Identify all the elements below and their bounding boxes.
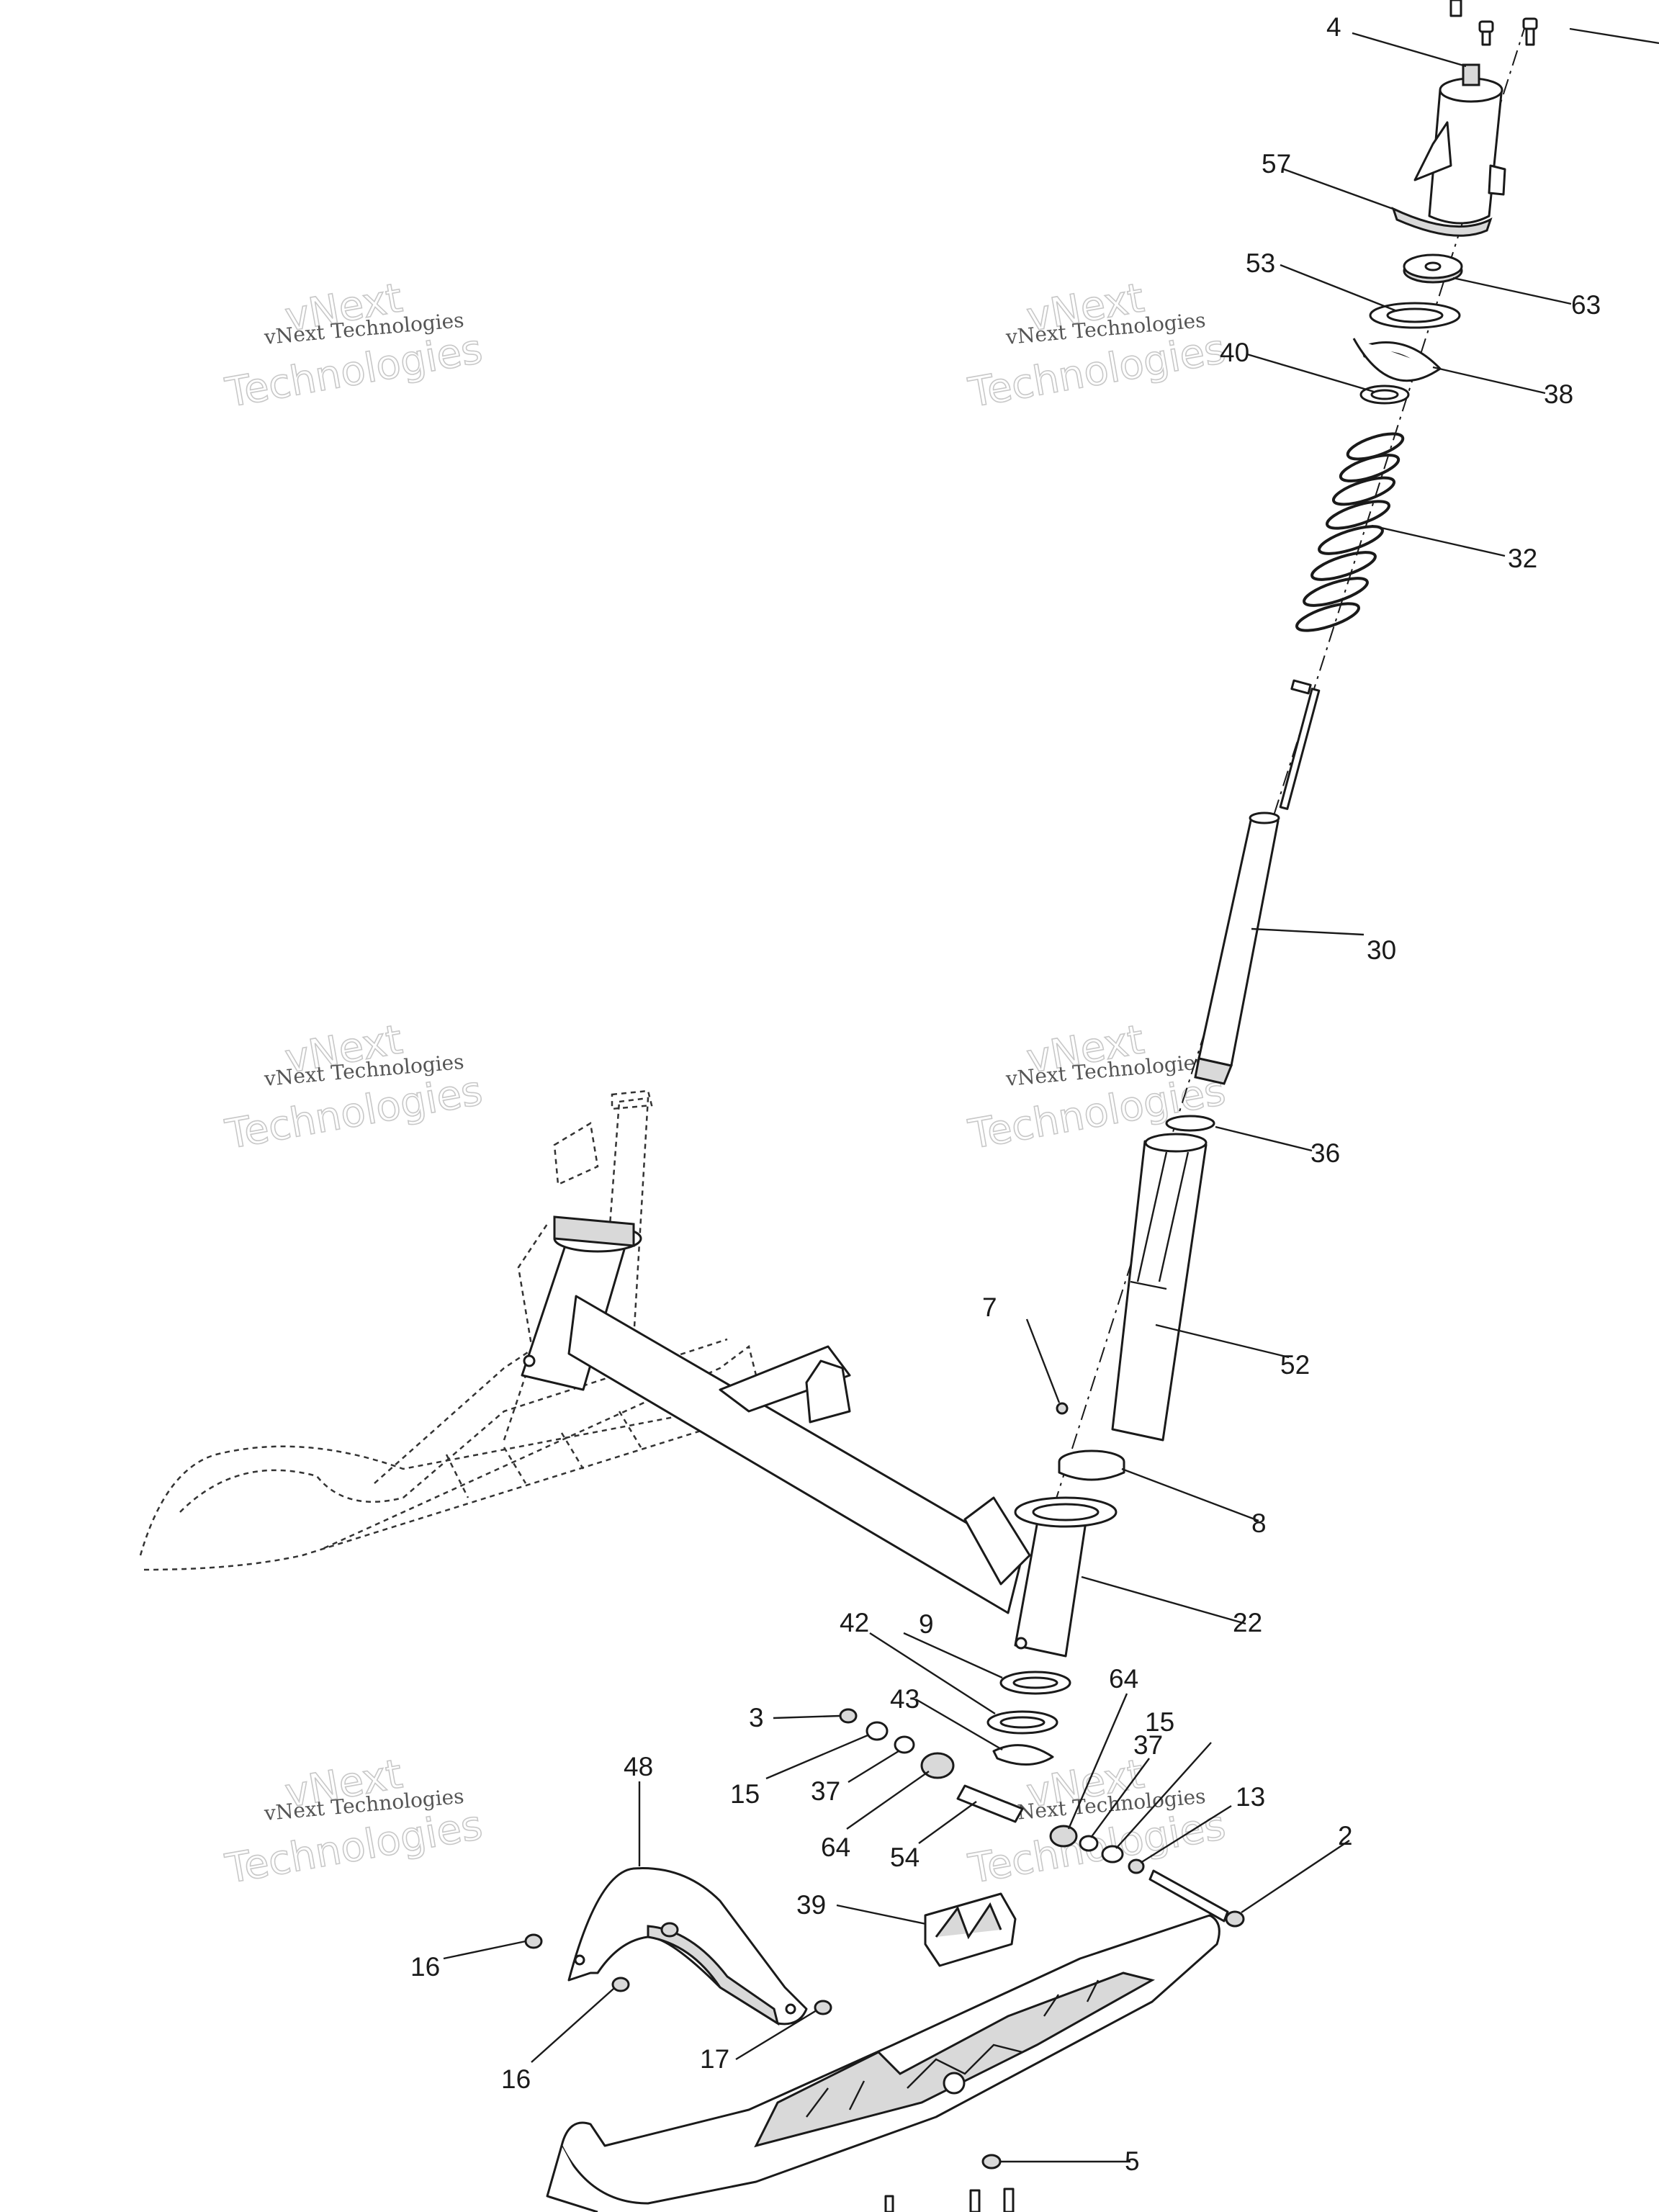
spring-seat-53: [1369, 302, 1461, 329]
callout-30: 30: [1367, 935, 1396, 965]
callout-42: 42: [840, 1608, 869, 1637]
bolt-16-lower: [611, 1977, 630, 1992]
callout-9: 9: [919, 1609, 934, 1639]
washer-40: [1359, 385, 1410, 405]
callout-15-left: 15: [730, 1779, 760, 1809]
bolt-top-1: [1449, 0, 1462, 17]
callout-15-right: 15: [1145, 1707, 1174, 1737]
nut-5: [981, 2154, 1002, 2170]
callout-38: 38: [1544, 379, 1573, 409]
ring-9: [999, 1671, 1071, 1695]
bushing-64-right: [1049, 1825, 1078, 1848]
callout-39: 39: [796, 1890, 826, 1920]
wear-pad-39: [924, 1892, 1017, 1967]
callout-32: 32: [1508, 544, 1537, 573]
shock-tube-52: [1111, 1133, 1208, 1442]
callout-48: 48: [624, 1752, 653, 1781]
callout-3: 3: [749, 1703, 764, 1732]
watermark-5: vNext vNext Technologies Technologies: [221, 1750, 486, 1894]
callout-64-bottom: 64: [821, 1833, 850, 1862]
ghost-assembly: [139, 1089, 765, 1571]
washer-15-right: [1101, 1845, 1124, 1863]
callout-16-upper: 16: [410, 1952, 440, 1982]
ski-handle-48: [567, 1867, 808, 2026]
nut-3: [839, 1708, 858, 1724]
callout-63: 63: [1571, 290, 1601, 320]
o-ring-36: [1165, 1115, 1215, 1132]
callout-16-lower: 16: [501, 2064, 531, 2094]
callout-57: 57: [1262, 149, 1291, 179]
callout-4: 4: [1326, 12, 1341, 42]
shock-absorber-30: [1194, 679, 1321, 1085]
washer-37-right: [1079, 1835, 1099, 1852]
retaining-ring-38: [1352, 338, 1442, 382]
coil-spring-32: [1295, 432, 1405, 632]
bolt-top-3: [1522, 17, 1538, 46]
screw-7: [1056, 1402, 1069, 1415]
bottom-hardware: [884, 2154, 1015, 2212]
callout-5: 5: [1125, 2146, 1140, 2176]
bushing-64-left: [920, 1752, 955, 1779]
bolt-2: [1148, 1869, 1245, 1928]
washer-37-left: [894, 1735, 915, 1754]
watermark-3: vNext vNext Technologies Technologies: [221, 1016, 486, 1159]
clip-43: [992, 1744, 1054, 1766]
watermark-2: vNext vNext Technologies Technologies: [964, 274, 1229, 418]
callout-17: 17: [700, 2044, 729, 2074]
ski: [546, 1914, 1220, 2212]
callout-8: 8: [1251, 1509, 1267, 1538]
callout-36: 36: [1310, 1138, 1340, 1168]
bolt-17: [814, 2000, 832, 2015]
leader-lines: [443, 27, 1659, 2163]
bolt-16-upper: [524, 1933, 543, 1949]
callout-40: 40: [1220, 338, 1249, 367]
callout-37-right: 37: [1133, 1730, 1163, 1760]
watermark-6: vNext vNext Technologies Technologies: [964, 1750, 1229, 1894]
callout-43: 43: [890, 1684, 920, 1714]
sleeve-54: [956, 1784, 1024, 1823]
assembly-axis: [1040, 21, 1527, 1549]
callout-37-left: 37: [811, 1776, 840, 1806]
callouts: 4 57 53 63 40 38 32 30 36 7 52 8 22 42 9…: [410, 12, 1601, 2176]
callout-7: 7: [982, 1292, 997, 1322]
ring-42: [986, 1710, 1058, 1735]
trailing-arm-22: [521, 1215, 1118, 1658]
watermark-group: vNext vNext Technologies Technologies vN…: [221, 274, 1229, 1894]
callout-2: 2: [1338, 1821, 1353, 1851]
callout-13: 13: [1236, 1782, 1265, 1812]
washer-15-left: [866, 1721, 889, 1741]
washer-63: [1403, 253, 1463, 284]
bushing-8: [1058, 1449, 1125, 1481]
top-bolts: [1449, 0, 1538, 46]
callout-64-top: 64: [1109, 1664, 1138, 1694]
watermark-1: vNext vNext Technologies Technologies: [221, 274, 486, 418]
callout-52: 52: [1280, 1350, 1310, 1380]
bolt-top-2: [1478, 20, 1494, 46]
nut-13: [1128, 1858, 1145, 1874]
bolt-48-top: [660, 1922, 679, 1938]
callout-54: 54: [890, 1843, 920, 1872]
upper-mount-57: [1391, 63, 1506, 237]
callout-53: 53: [1246, 248, 1275, 278]
callout-22: 22: [1233, 1608, 1262, 1637]
